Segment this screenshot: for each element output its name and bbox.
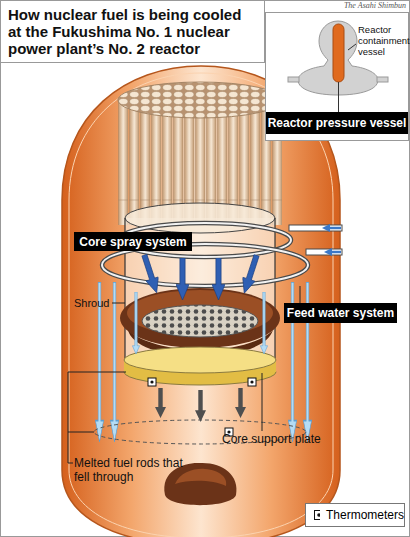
node-text: Core spray system: [79, 235, 186, 249]
leader-line: [300, 286, 301, 303]
node-text: Feed water system: [287, 306, 394, 320]
thermometer-symbol: [248, 378, 256, 386]
label-box: Feed water system: [284, 303, 397, 323]
inner-flow: [132, 292, 267, 354]
core-spray-flow: [138, 253, 263, 300]
title-panel: [1, 1, 265, 63]
thermometers: [148, 378, 256, 436]
fall-arrow: [235, 388, 246, 418]
thermometer-symbol: [150, 380, 153, 383]
inflow-arrow: [322, 224, 341, 232]
thermometer-symbol: [314, 510, 320, 520]
legend-box: Thermometers: [305, 503, 405, 527]
containment-pipe: [288, 77, 299, 82]
feed-water-pipe: [306, 249, 342, 255]
fall-arrow: [155, 388, 166, 418]
label-box: Core spray system: [74, 232, 192, 251]
feed-water-flow: [95, 282, 311, 442]
inset-panel: [266, 13, 409, 141]
core-grid: [142, 305, 258, 337]
leader-bracket: [68, 372, 126, 463]
leader-line: [338, 82, 339, 112]
spray-pipe: [289, 225, 342, 231]
leader-line: [348, 44, 356, 50]
thermometer-symbol: [315, 511, 320, 520]
inflow-arrow: [324, 248, 341, 256]
melted-fuel: [120, 288, 280, 348]
node-text: Reactor pressure vessel: [268, 116, 407, 130]
leader-line: [68, 432, 94, 433]
flow-arrow: [260, 292, 267, 354]
spray-arrow: [138, 253, 163, 295]
melted-fuel: [127, 290, 273, 336]
flow-arrow: [132, 292, 139, 354]
containment-pipe: [377, 77, 388, 82]
part-label: Reactor containment vessel: [358, 24, 408, 57]
fall-arrow: [195, 390, 206, 422]
pressure-vessel-mini: [333, 24, 344, 82]
part-label: Melted fuel rods that fell through: [74, 456, 184, 484]
fuel-rod-tops: [118, 82, 282, 118]
falling-fuel-flow: [155, 388, 246, 422]
part-label: Core support plate: [222, 432, 321, 446]
shroud-wall: [274, 218, 275, 366]
spray-arrow: [238, 253, 263, 295]
label-box: Reactor pressure vessel: [266, 112, 408, 134]
thermometer-symbol: [148, 378, 156, 386]
flow-arrow: [110, 282, 118, 442]
credit-watermark: The Asahi Shimbun: [318, 1, 406, 11]
part-label: Shroud: [74, 296, 109, 310]
leader-line: [112, 303, 125, 304]
diagram-title: How nuclear fuel is being cooled at the …: [8, 6, 258, 57]
core-support-plate: [124, 347, 276, 373]
spray-arrow: [212, 258, 225, 300]
spray-arrow: [176, 258, 189, 300]
thermometer-symbol: [250, 380, 253, 383]
legend-text: Thermometers: [326, 508, 404, 522]
leader-line: [262, 373, 263, 431]
melted-fuel-bottom: [175, 469, 226, 486]
thermometer-symbol: [317, 513, 320, 517]
